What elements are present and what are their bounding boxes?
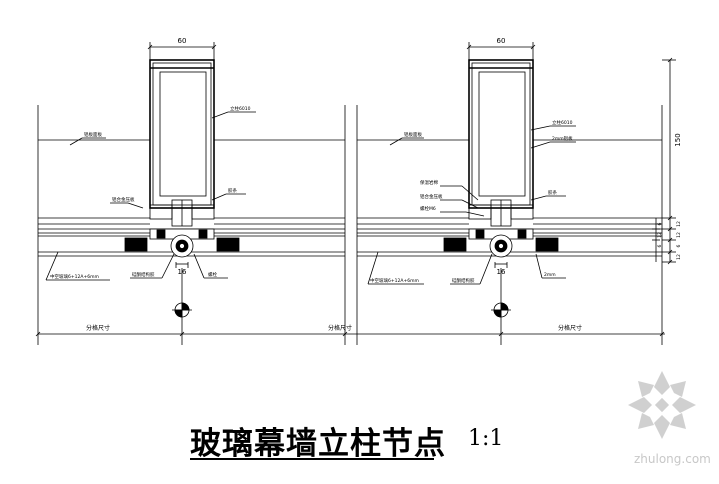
- watermark-text: zhulong.com: [634, 452, 711, 466]
- right-width-dim: 60: [497, 37, 506, 45]
- bottom-dim-middle: 分格尺寸: [328, 324, 352, 332]
- right-node: [356, 42, 676, 345]
- left-sealant-label: 硅酮结构胶: [132, 271, 155, 278]
- right-bolt-label: 螺栓M6: [420, 205, 436, 212]
- right-gasket-label: 胶条: [548, 189, 557, 196]
- left-node: [35, 42, 665, 345]
- right-dim-2: 12: [676, 232, 682, 238]
- right-sealant-label: 硅酮结构胶: [452, 277, 475, 284]
- right-steel-label: 2mm铝板: [552, 135, 573, 142]
- right-glass-label: 中空玻璃6+12A+6mm: [370, 277, 419, 284]
- right-mullion-label: 立柱6010: [552, 119, 573, 126]
- bottom-dim-right: 分格尺寸: [558, 324, 582, 332]
- right-dim-4: 12: [676, 254, 682, 260]
- right-wall-label: 铝板面板: [404, 131, 422, 138]
- left-wall-label: 铝板面板: [84, 131, 102, 138]
- right-height-dim: 150: [674, 133, 682, 146]
- left-width-dim: 60: [178, 37, 187, 45]
- left-mullion-label: 立柱6010: [230, 105, 251, 112]
- bottom-dim-left: 分格尺寸: [86, 324, 110, 332]
- right-insul-label: 保温岩棉: [420, 179, 438, 186]
- right-small-dim-1: 6: [657, 222, 663, 225]
- left-cover-label: 铝合金压板: [112, 196, 135, 203]
- right-small-dim-2: 12: [657, 232, 663, 238]
- drawing-title: 玻璃幕墙立柱节点: [190, 426, 446, 462]
- left-gasket-label: 胶条: [228, 187, 237, 194]
- title-underline: [190, 458, 434, 460]
- right-small-dim-3: 6: [657, 244, 663, 247]
- right-bolt-dim: 16: [497, 268, 506, 276]
- left-glass-label: 中空玻璃6+12A+6mm: [50, 273, 99, 280]
- right-cover-label: 铝合金压板: [420, 193, 443, 200]
- watermark-logo: [628, 371, 696, 439]
- left-screw-label: 螺栓: [208, 271, 217, 278]
- right-spacer-label: 2mm: [544, 272, 556, 278]
- right-dim-3: 6: [676, 244, 682, 247]
- drawing-scale: 1:1: [468, 426, 504, 451]
- right-dim-1: 12: [676, 221, 682, 227]
- left-bolt-dim: 16: [178, 268, 187, 276]
